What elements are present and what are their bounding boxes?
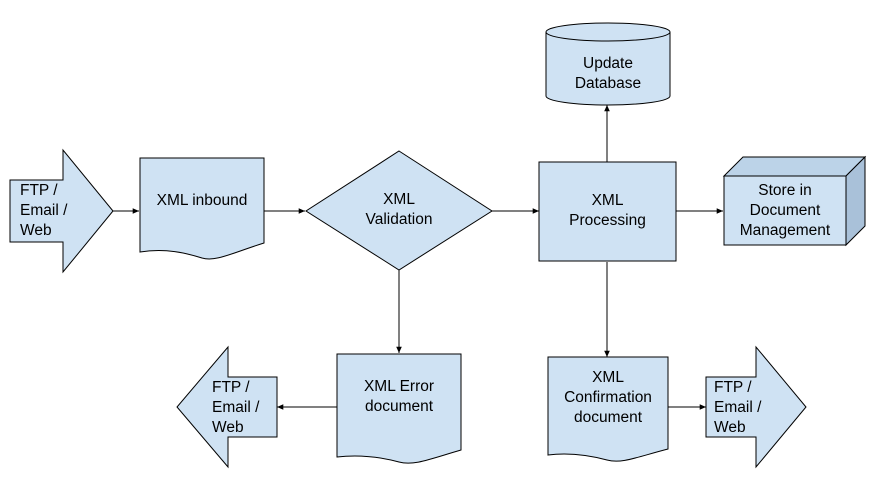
update-database-cylinder-shape: [545, 22, 671, 106]
ftp-confirmation-out-arrow-shape: [705, 345, 807, 469]
xml-inbound-label: XML inbound: [156, 192, 248, 209]
xml-processing-label: XML Processing: [569, 192, 646, 229]
xml-processing-rect-shape: [538, 161, 677, 262]
xml-validation-diamond-shape: [305, 150, 493, 271]
store-document-cube-shape: [722, 155, 867, 247]
update-database-label: Update Database: [574, 55, 642, 92]
xml-error-document-label: XML Error document: [363, 378, 435, 415]
ftp-in-label: FTP / Email / Web: [20, 182, 68, 239]
ftp-error-out-arrow-shape: [176, 345, 278, 469]
ftp-in-arrow-shape: [9, 148, 114, 274]
ftp-confirmation-out-label: FTP / Email / Web: [714, 379, 762, 436]
store-document-label: Store in Document Management: [739, 182, 831, 239]
xml-validation-label: XML Validation: [365, 191, 433, 228]
ftp-error-out-label: FTP / Email / Web: [212, 379, 260, 436]
xml-confirmation-document-shape: [547, 356, 669, 462]
nodes: [9, 22, 867, 469]
xml-error-document-shape: [336, 353, 462, 464]
xml-inbound-document-shape: [139, 157, 265, 260]
xml-confirmation-document-label: XML Confirmation document: [564, 369, 652, 426]
edges: [113, 105, 723, 410]
